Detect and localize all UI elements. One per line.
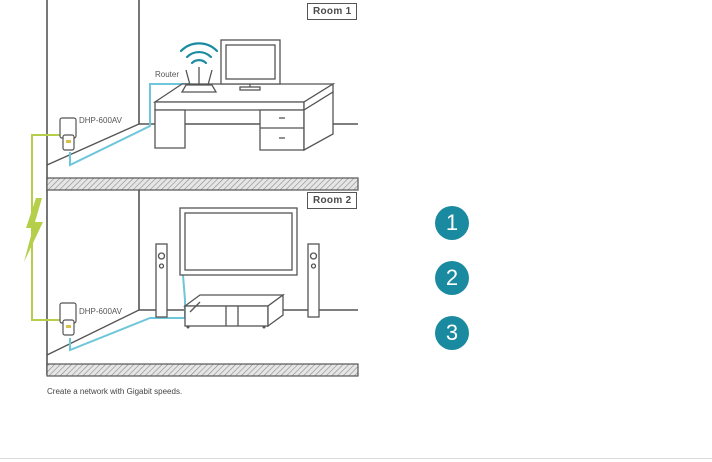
bottom-divider bbox=[0, 458, 712, 459]
step-3-badge[interactable]: 3 bbox=[435, 316, 469, 350]
floor-slab-1 bbox=[46, 177, 359, 191]
adapter-top-label: DHP-600AV bbox=[79, 116, 122, 125]
floor-slab-2 bbox=[46, 363, 359, 377]
room-1-label: Room 1 bbox=[307, 3, 358, 20]
adapter-bottom-label: DHP-600AV bbox=[79, 307, 122, 316]
router-label: Router bbox=[155, 70, 180, 79]
tv-icon bbox=[179, 207, 298, 276]
floor-slabs bbox=[46, 177, 359, 377]
network-cable bbox=[69, 83, 190, 352]
step-2-badge[interactable]: 2 bbox=[435, 261, 469, 295]
speaker-left-icon bbox=[155, 243, 168, 318]
wifi-icon bbox=[179, 42, 219, 65]
monitor-icon bbox=[220, 39, 281, 91]
router-icon bbox=[180, 67, 218, 93]
room-2-label: Room 2 bbox=[307, 192, 358, 209]
stand-foot bbox=[186, 325, 190, 329]
step-1-badge[interactable]: 1 bbox=[435, 206, 469, 240]
diagram-caption: Create a network with Gigabit speeds. bbox=[47, 387, 183, 396]
lightning-bolt-icon bbox=[24, 198, 43, 262]
desk bbox=[152, 82, 336, 152]
tv-stand bbox=[183, 293, 285, 328]
power-adapter-bottom bbox=[59, 302, 77, 336]
stand-foot bbox=[262, 325, 266, 329]
speaker-right-icon bbox=[307, 243, 320, 318]
power-adapter-top bbox=[59, 117, 77, 151]
